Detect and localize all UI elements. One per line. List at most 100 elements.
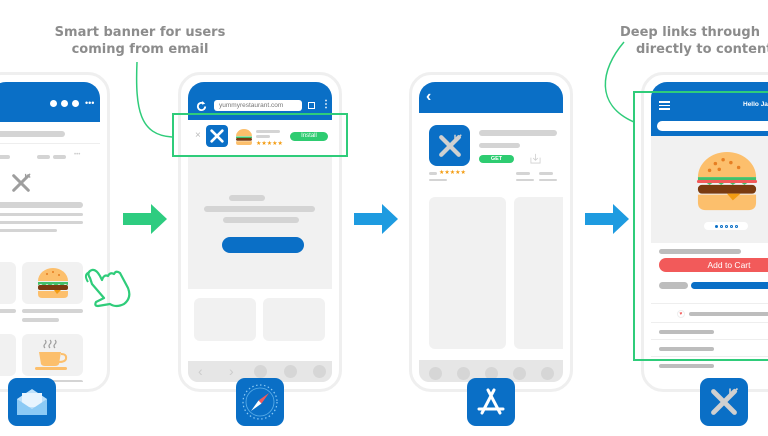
app-store-app-icon[interactable] (467, 378, 515, 426)
phone-browser: yummyrestaurant.com ⋮ × (178, 72, 342, 392)
get-button[interactable]: GET (479, 155, 514, 163)
phone-restaurant-app: Hello Jane (641, 72, 768, 392)
tab-button[interactable] (513, 367, 526, 380)
app-store-tab-bar (419, 360, 563, 382)
phone-app-store: ‹ GET ★★★★★ (409, 72, 573, 392)
headline-bar (229, 195, 265, 201)
safari-compass-icon (242, 384, 278, 420)
more-icon[interactable]: ••• (85, 98, 95, 108)
caption-bar (0, 309, 16, 313)
caption-smart-banner: Smart banner for users coming from email (54, 25, 226, 57)
url-bar[interactable]: yummyrestaurant.com (214, 100, 302, 111)
banner-title-bar (256, 130, 280, 133)
body-bar (0, 221, 83, 224)
meta-bar (539, 179, 557, 181)
tile-burger[interactable] (22, 262, 83, 304)
content-card[interactable] (263, 298, 325, 341)
tab-button[interactable] (541, 367, 554, 380)
banner-rating-stars: ★★★★★ (256, 141, 283, 147)
toolbar-button[interactable] (313, 365, 326, 378)
caption-deep-links: Deep links through directly to content (620, 25, 768, 57)
reload-icon[interactable] (196, 101, 207, 112)
back-nav-button[interactable]: ‹ (198, 363, 203, 379)
meta-bar (539, 172, 553, 175)
restaurant-app-icon[interactable] (700, 378, 748, 426)
content-card[interactable] (194, 298, 256, 341)
meta-bar (516, 179, 534, 181)
detail-bar (659, 364, 714, 368)
detail-bar (659, 330, 714, 334)
caption-bar (22, 309, 83, 313)
kebab-menu-icon[interactable]: ⋮ (321, 99, 331, 110)
tab-button[interactable] (485, 367, 498, 380)
greeting-text: Hello Jane (743, 101, 768, 108)
headline-bar (223, 217, 299, 223)
browser-bottom-bar: ‹ › (188, 361, 332, 382)
tile-cupcake[interactable] (0, 334, 16, 376)
banner-app-icon (206, 125, 228, 147)
body-bar (0, 202, 83, 208)
hamburger-menu-icon[interactable] (659, 101, 670, 110)
install-button[interactable]: Install (290, 132, 328, 141)
carousel-dots[interactable] (704, 222, 748, 230)
store-app-icon (429, 125, 470, 166)
quantity-bar[interactable] (691, 282, 768, 289)
arrow-right-icon (123, 204, 167, 234)
screenshot-preview[interactable] (514, 197, 563, 349)
meta-bar (53, 155, 66, 159)
toolbar-button[interactable] (254, 365, 267, 378)
smart-banner-highlight (172, 113, 348, 157)
tab-button[interactable] (457, 367, 470, 380)
developer-bar (479, 143, 520, 148)
app-store-header (419, 82, 563, 113)
subject-bar (0, 131, 65, 137)
meta-bar (37, 155, 50, 159)
safari-app-icon[interactable] (236, 378, 284, 426)
tabs-icon[interactable] (308, 102, 315, 109)
search-input[interactable] (657, 121, 768, 131)
favorite-heart-icon[interactable]: ♥ (677, 310, 685, 318)
mail-app-icon[interactable] (8, 378, 56, 426)
burger-icon (38, 268, 68, 298)
coffee-cup-icon (35, 339, 68, 370)
cta-button[interactable] (222, 237, 304, 253)
back-button[interactable]: ‹ (426, 88, 432, 105)
phone-email: ••• ••• (0, 72, 110, 392)
fork-knife-icon (210, 129, 224, 143)
pizza-icon (0, 266, 10, 300)
add-to-cart-button[interactable]: Add to Cart (659, 258, 768, 272)
forward-nav-button[interactable]: › (229, 363, 234, 379)
app-store-icon (477, 388, 505, 415)
burger-icon (236, 129, 252, 145)
product-title-bar (659, 249, 741, 254)
burger-icon (696, 151, 758, 211)
body-bar (0, 229, 57, 232)
tab-button[interactable] (429, 367, 442, 380)
arrow-right-icon (585, 204, 629, 234)
fork-knife-icon (438, 133, 462, 157)
headline-bar (204, 206, 315, 212)
sender-bar (0, 155, 10, 159)
tile-pizza[interactable] (0, 262, 16, 304)
screenshot-preview[interactable] (429, 197, 506, 349)
email-header-dots[interactable]: ••• (50, 98, 95, 108)
smart-banner: × ★★★★★ Install (188, 120, 332, 156)
dot-icon (61, 100, 68, 107)
hand-tap-icon (84, 268, 131, 308)
rating-count-bar (429, 172, 437, 175)
dot-icon (72, 100, 79, 107)
more-icon: ••• (74, 152, 81, 158)
meta-bar (516, 172, 530, 175)
banner-close-button[interactable]: × (195, 130, 201, 141)
browser-screen: yummyrestaurant.com ⋮ × (188, 82, 332, 382)
product-image-carousel[interactable] (651, 136, 768, 243)
detail-bar (659, 347, 714, 351)
download-icon[interactable] (530, 153, 541, 164)
toolbar-button[interactable] (284, 365, 297, 378)
fork-knife-icon (12, 173, 31, 192)
store-rating-stars: ★★★★★ (439, 170, 466, 176)
tile-coffee[interactable] (22, 334, 83, 376)
dot-icon (50, 100, 57, 107)
body-bar (0, 213, 83, 216)
